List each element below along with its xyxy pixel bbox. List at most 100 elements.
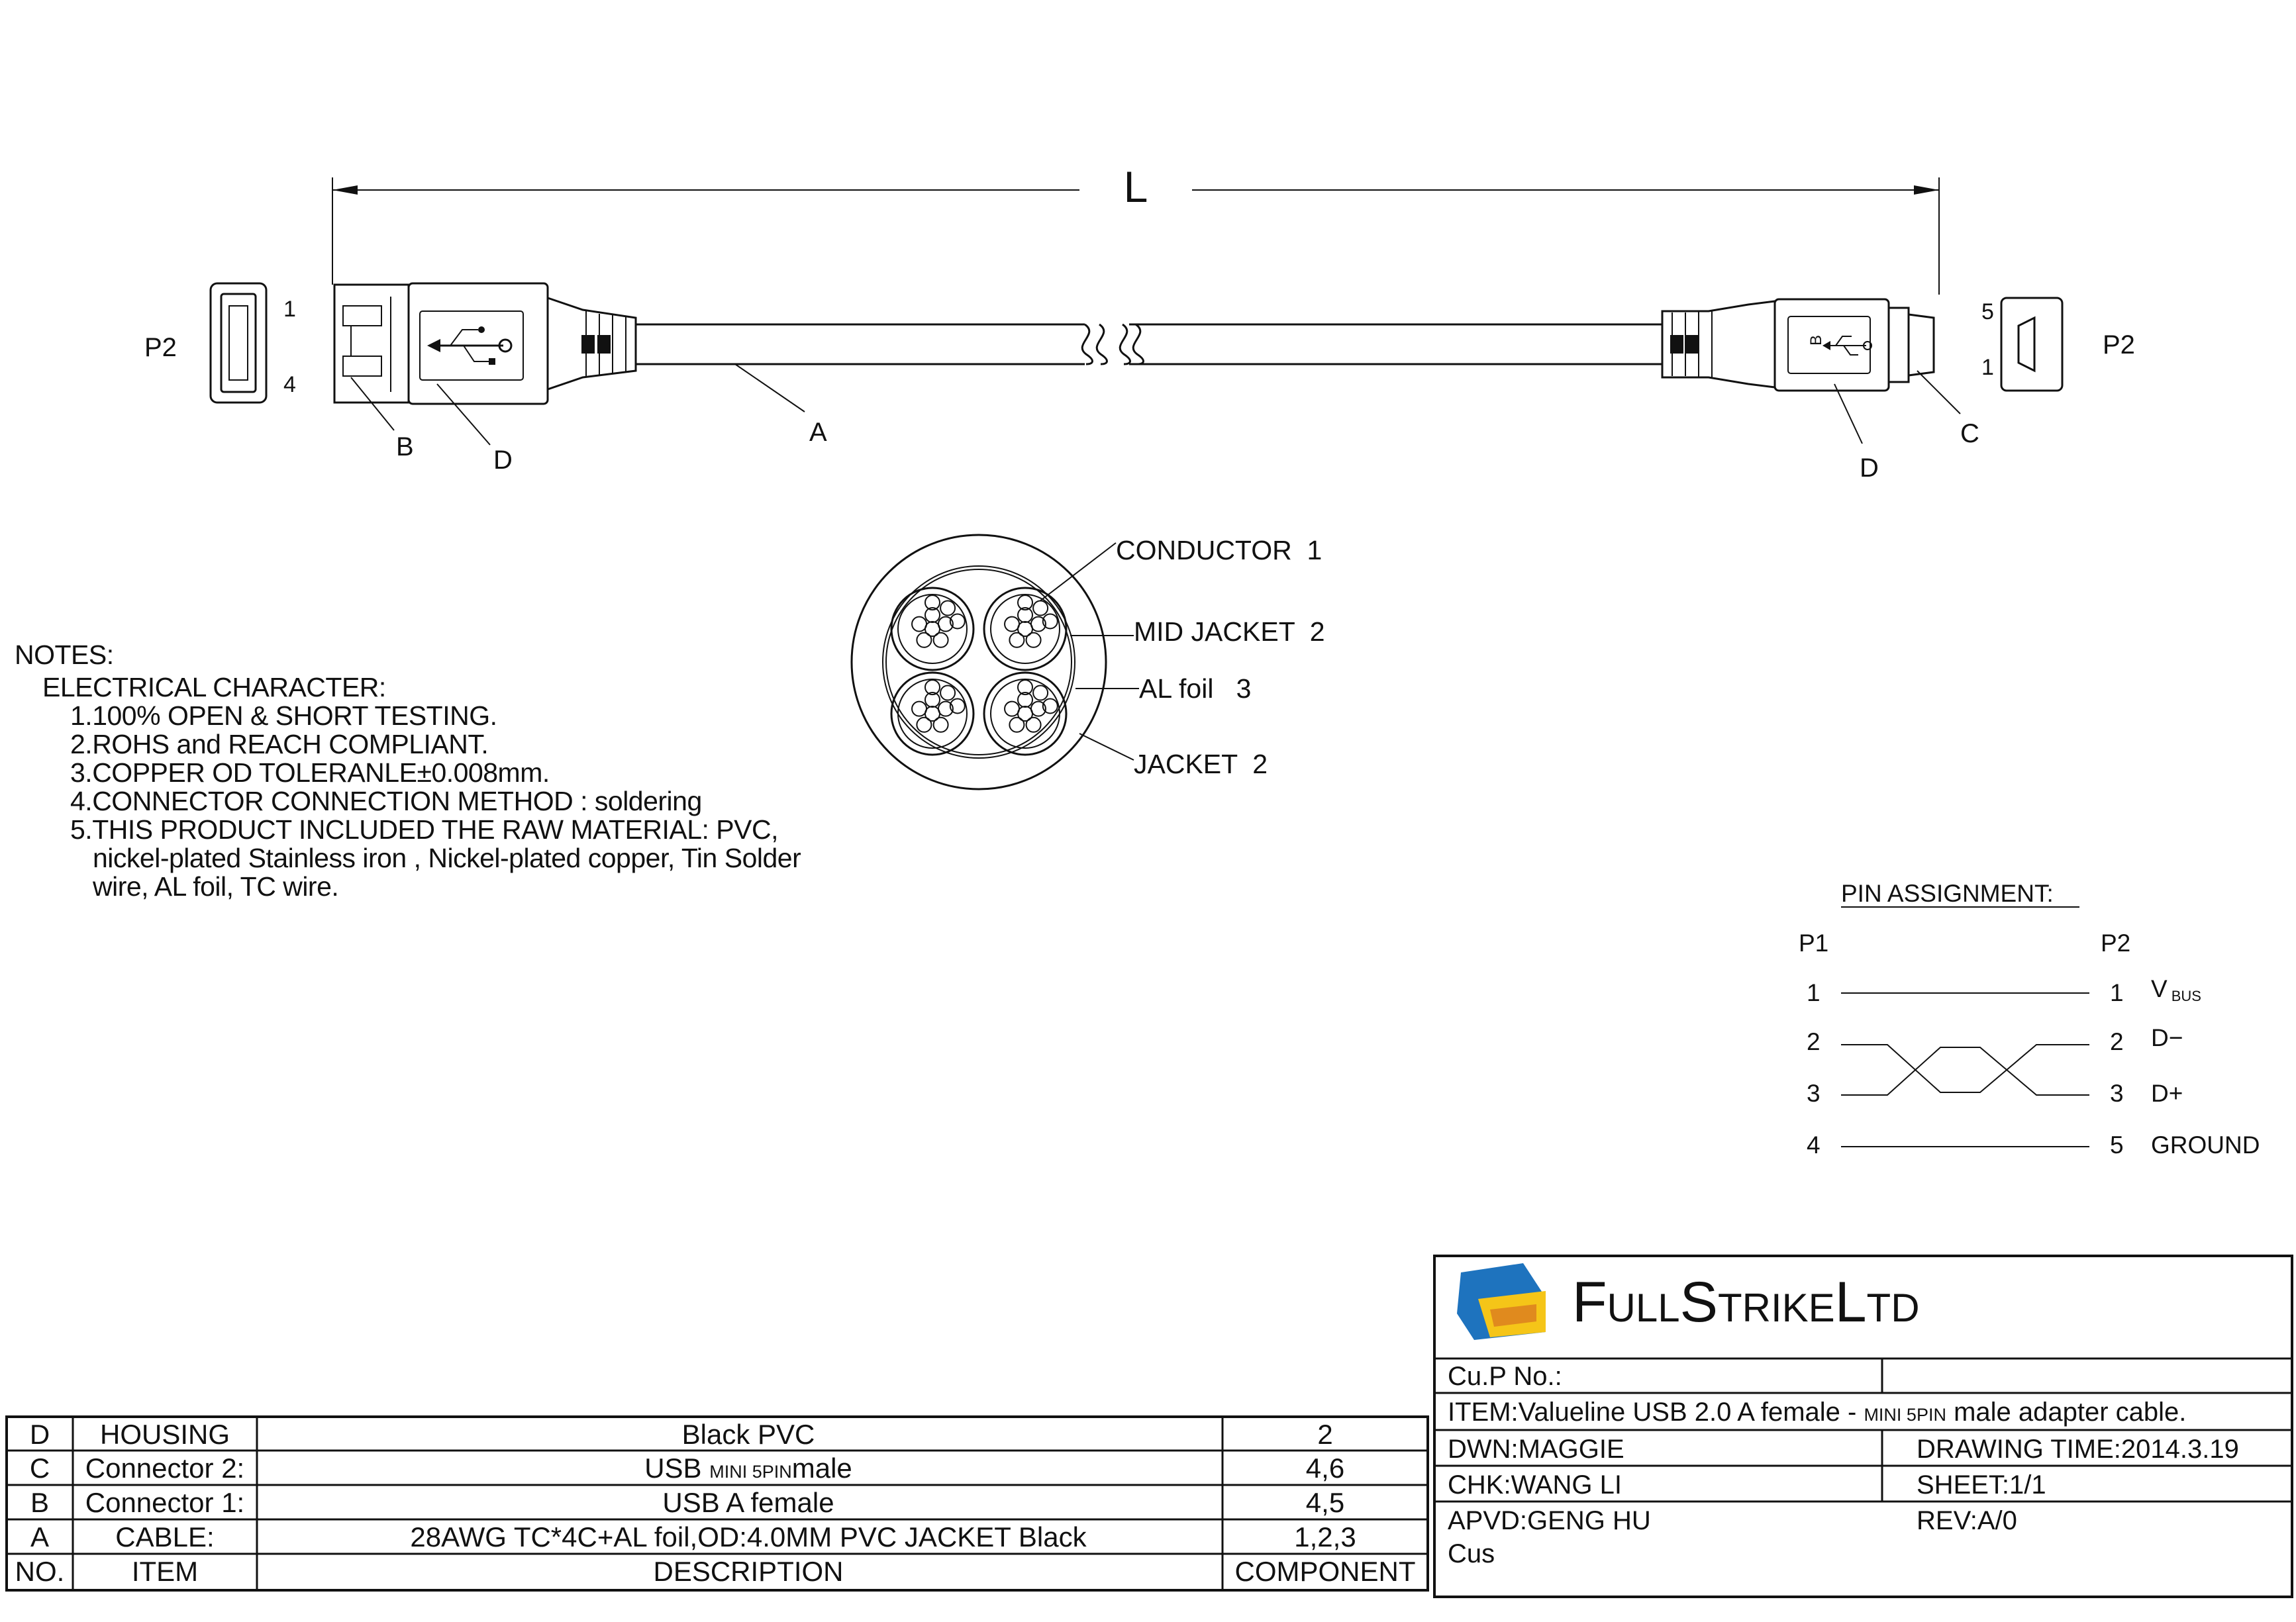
cu-p-no: Cu.P No.: [1448,1362,1562,1391]
conductor-strand [932,632,949,648]
conductor-strand [1025,716,1042,733]
pin-left-4: 4 [1807,1131,1821,1159]
notes-subtitle: ELECTRICAL CHARACTER: [42,672,386,702]
cable [636,323,1662,365]
conductor-strand [911,616,928,632]
right-connector: B 5 1 P2 [1661,297,2135,392]
title-block: FULLSTRIKELTD Cu.P No.: ITEM:Valueline U… [1433,1255,2293,1598]
length-label: L [1124,162,1148,211]
xsec-label-conductor: CONDUCTOR 1 [1116,535,1322,565]
callout-c: C [1960,419,1979,448]
conductor-strand [937,616,954,632]
conductor-strand [932,716,949,733]
note-item: wire, AL foil, TC wire. [93,871,339,902]
usb-symbol-right-icon [1822,336,1872,356]
note-item: 2.ROHS and REACH COMPLIANT. [70,729,489,759]
bom-header-no: NO. [15,1556,65,1587]
usb-symbol-left-icon [427,326,513,365]
pin-left-2: 2 [1807,1028,1821,1055]
left-pin-bottom: 4 [283,372,296,397]
conductor-strand [1030,700,1046,717]
conductor-strand [1004,700,1021,717]
bom-row-d-no: D [30,1419,50,1450]
bom-row-d-desc: Black PVC [682,1419,815,1450]
signal-d-plus: D+ [2151,1080,2183,1107]
note-item: 5.THIS PRODUCT INCLUDED THE RAW MATERIAL… [70,814,778,845]
bom-row-b-desc: USB A female [662,1487,834,1518]
company-name: FULLSTRIKELTD [1572,1270,1920,1334]
conductor-strand [1009,716,1025,733]
pin-right-2: 2 [2110,1028,2124,1055]
core-insulation [983,587,1068,671]
note-item: 3.COPPER OD TOLERANLE±0.008mm. [70,757,550,788]
core-conductor-outline [990,594,1060,664]
conductor-strand [911,700,928,717]
note-item: nickel-plated Stainless iron , Nickel-pl… [93,843,801,873]
drawing-time: DRAWING TIME:2014.3.19 [1917,1435,2239,1464]
conductor-strand [949,698,966,714]
conductor-strand [1030,616,1046,632]
callout-d-right: D [1860,453,1879,483]
callout-a: A [809,418,827,447]
pin-p2-label: P2 [2101,930,2130,957]
core-insulation [983,671,1068,756]
xsec-label-mid-jacket: MID JACKET 2 [1134,616,1325,647]
right-pin-top: 5 [1981,299,1994,324]
cus: Cus [1448,1539,1495,1568]
conductor-strand [937,700,954,717]
pin-left-3: 3 [1807,1080,1821,1107]
callouts: B D A D C [350,363,1979,483]
dwn: DWN:MAGGIE [1448,1435,1624,1464]
pin-right-5: 5 [2110,1131,2124,1159]
conductor-strand [940,685,956,701]
signal-ground: GROUND [2151,1131,2260,1159]
right-pin-bottom: 1 [1981,355,1994,380]
signal-d-minus: D− [2151,1024,2183,1051]
left-connector-name: P2 [144,333,177,362]
conductor-strand [1032,600,1049,616]
company-logo-icon [1457,1263,1546,1340]
core-conductor-outline [990,679,1060,749]
conductor-strand [1042,613,1058,630]
conductor-strand [924,595,940,611]
conductor-strand [949,613,966,630]
bom-table: D HOUSING Black PVC 2 C Connector 2: USB… [5,1415,1429,1592]
sheet: SHEET:1/1 [1917,1470,2046,1500]
core-conductor-outline [897,594,968,664]
xsec-label-jacket: JACKET 2 [1134,749,1268,779]
bom-row-d-comp: 2 [1317,1419,1332,1450]
xsec-label-al-foil: AL foil 3 [1139,673,1251,704]
conductor-strand [916,716,932,733]
apvd: APVD:GENG HU [1448,1506,1651,1535]
bom-row-c-comp: 4,6 [1306,1453,1344,1484]
cable-cross-section: CONDUCTOR 1 MID JACKET 2 AL foil 3 JACKE… [850,534,1325,790]
length-dimension: L [332,162,1940,295]
bom-header-item: ITEM [132,1556,198,1587]
conductor-strand [924,607,940,623]
conductor-strand [1017,679,1033,696]
bom-row-b-comp: 4,5 [1306,1487,1344,1518]
bom-header-description: DESCRIPTION [653,1556,843,1587]
conductor-strand [1009,632,1025,648]
bom-header-component: COMPONENT [1235,1556,1416,1587]
bom-row-a-item: CABLE: [115,1521,214,1552]
note-item: 4.CONNECTOR CONNECTION METHOD : solderin… [70,786,702,816]
chk: CHK:WANG LI [1448,1470,1622,1500]
pin-right-3: 3 [2110,1080,2124,1107]
pin-left-1: 1 [1807,979,1821,1006]
bom-row-c-desc: USB MINI 5PINmale [644,1453,852,1484]
notes-section: NOTES: ELECTRICAL CHARACTER: 1.100% OPEN… [15,641,801,901]
bom-row-c-item: Connector 2: [85,1453,244,1484]
conductor-strand [924,692,940,708]
bom-row-a-comp: 1,2,3 [1294,1521,1356,1552]
callout-d-left: D [493,446,513,475]
conductor-strand [1025,632,1042,648]
core-insulation [890,671,975,756]
callout-b: B [396,432,414,461]
conductor-strand [940,600,956,616]
note-item: 1.100% OPEN & SHORT TESTING. [70,700,497,731]
core-conductor-outline [897,679,968,749]
